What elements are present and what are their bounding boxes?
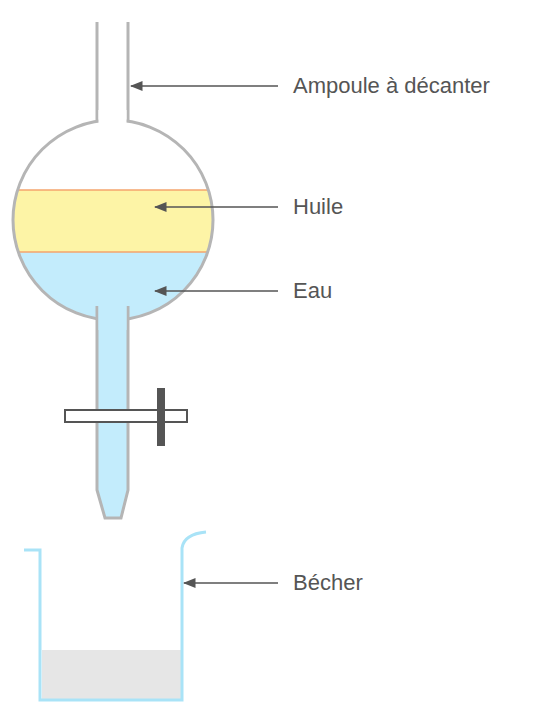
beaker-liquid: [42, 650, 181, 699]
beaker: [24, 532, 206, 700]
funnel-neck: [97, 22, 128, 124]
funnel-bulb: [10, 110, 220, 332]
part-label: Bécher: [293, 570, 363, 596]
leader-lines: [131, 86, 278, 583]
stopcock: [65, 388, 187, 446]
part-label: Ampoule à décanter: [293, 73, 490, 99]
part-label: Huile: [293, 194, 343, 220]
oil-layer: [10, 190, 220, 252]
part-label: Eau: [293, 278, 332, 304]
